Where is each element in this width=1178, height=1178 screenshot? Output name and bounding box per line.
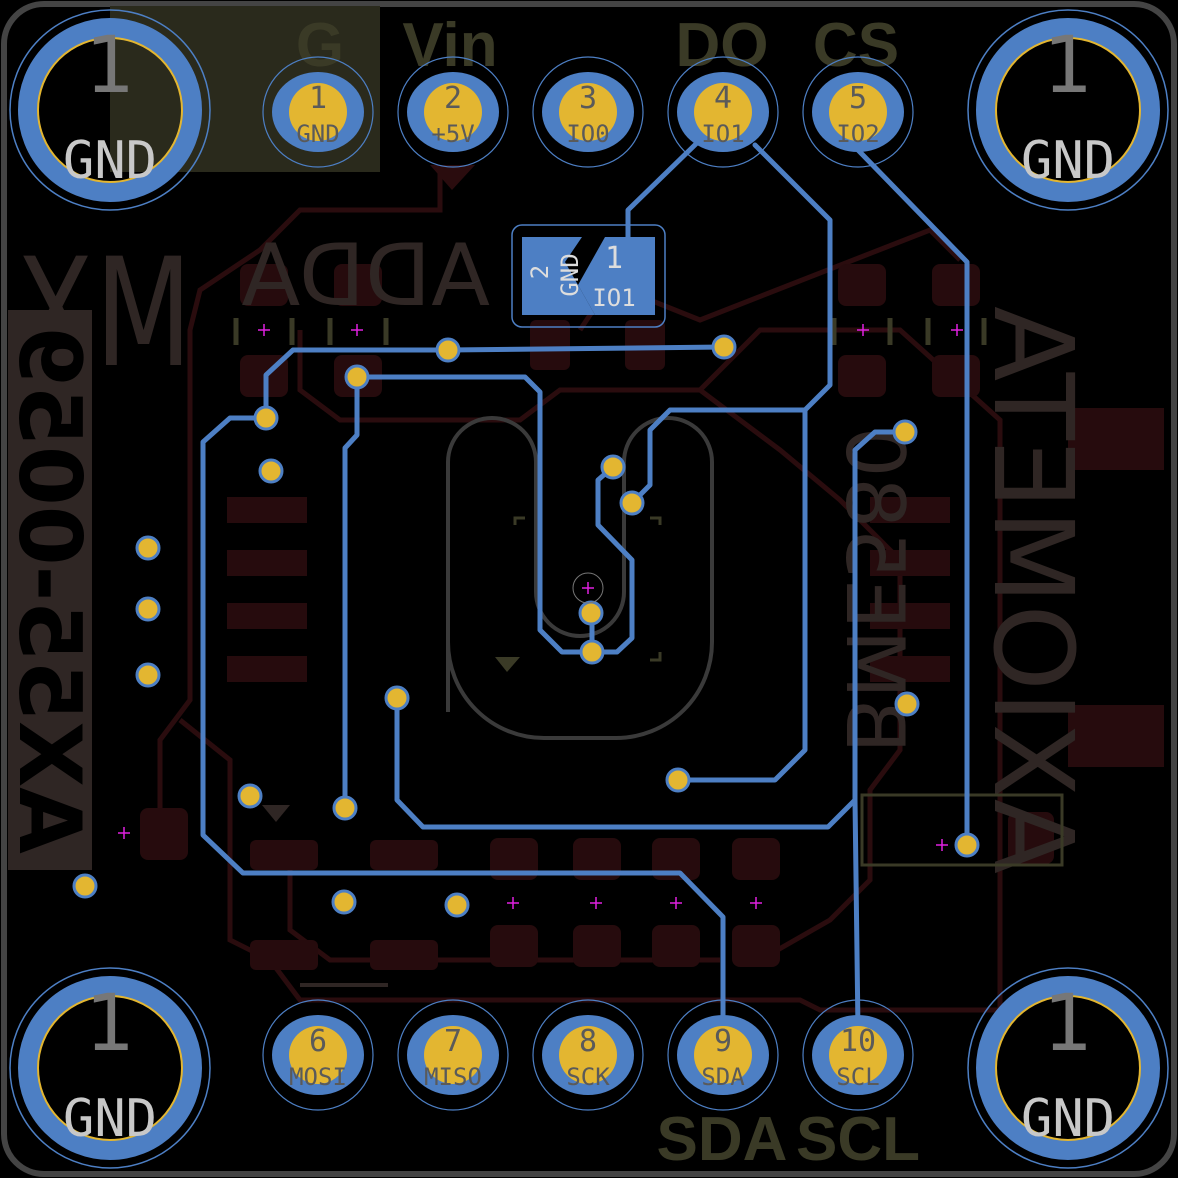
pad-net: +5V	[431, 120, 474, 148]
mounting-hole-top-left[interactable]: 1 GND	[9, 9, 211, 211]
label-sda: SDA	[657, 1105, 788, 1174]
header-pads: 1 GND 2 +5V 3 IO0 4 IO1 5 IO2 6 MOSI 7	[262, 56, 914, 1111]
addr-label: ADDA	[241, 226, 490, 326]
header-pad-10[interactable]: 10 SCL	[802, 999, 914, 1111]
label-do: DO	[676, 11, 769, 80]
label-g: G	[296, 11, 344, 80]
hole-number: 1	[1043, 21, 1093, 111]
jumper-pad-1-net: IO1	[592, 284, 635, 312]
label-cs: CS	[813, 11, 899, 80]
hole-number: 1	[1043, 979, 1093, 1069]
hole-net: GND	[63, 131, 157, 191]
label-scl: SCL	[796, 1105, 920, 1174]
pad-number: 7	[444, 1024, 462, 1059]
label-vin: Vin	[402, 11, 497, 80]
jumper-pad-1-number: 1	[605, 241, 623, 276]
jumper-pad-2-net: GND	[556, 253, 584, 296]
brand-label: AXIOMETA	[969, 306, 1097, 874]
pad-net: MOSI	[289, 1063, 347, 1091]
pad-number: 1	[309, 81, 327, 116]
header-labels: G Vin DO CS SDA SCL	[296, 11, 920, 1174]
vias	[72, 334, 980, 918]
header-pad-5[interactable]: 5 IO2	[802, 56, 914, 168]
pad-number: 2	[444, 81, 462, 116]
jumper-pad-2-number: 2	[526, 265, 554, 279]
mounting-hole-bottom-left[interactable]: 1 GND	[9, 967, 211, 1169]
header-pad-3[interactable]: 3 IO0	[532, 56, 644, 168]
header-pad-2[interactable]: 2 +5V	[397, 56, 509, 168]
header-pad-7[interactable]: 7 MISO	[397, 999, 509, 1111]
pad-number: 4	[714, 81, 732, 116]
pad-net: IO2	[836, 120, 879, 148]
hole-net: GND	[1021, 1089, 1115, 1149]
bottom-copper	[140, 170, 1164, 1013]
pad-net: SCL	[836, 1063, 879, 1091]
header-pad-8[interactable]: 8 SCK	[532, 999, 644, 1111]
pad-net: IO0	[566, 120, 609, 148]
pad-number: 3	[579, 81, 597, 116]
pad-net: MISO	[424, 1063, 482, 1091]
pad-net: GND	[296, 120, 339, 148]
solder-jumper[interactable]: 2 GND 1 IO1	[511, 224, 666, 328]
jumper-pad-2[interactable]	[522, 237, 595, 315]
origin-markers	[118, 324, 963, 909]
pad-number: 8	[579, 1024, 597, 1059]
part-number: AX55-0059	[0, 326, 99, 854]
header-pad-6[interactable]: 6 MOSI	[262, 999, 374, 1111]
pad-net: IO1	[701, 120, 744, 148]
pad-net: SCK	[566, 1063, 610, 1091]
header-pad-9[interactable]: 9 SDA	[667, 999, 779, 1111]
mounting-hole-bottom-right[interactable]: 1 GND	[967, 967, 1169, 1169]
pad-number: 9	[714, 1024, 732, 1059]
pad-number: 5	[849, 81, 867, 116]
hole-net: GND	[1021, 131, 1115, 191]
header-pad-4[interactable]: 4 IO1	[667, 56, 779, 168]
hole-net: GND	[63, 1089, 157, 1149]
header-pad-1[interactable]: 1 GND	[262, 56, 374, 168]
hole-number: 1	[85, 979, 135, 1069]
jumper-pad-1[interactable]	[578, 237, 655, 315]
silkscreen: ADDA MX AX55-0059 BME580 AXIOMETA	[0, 165, 1097, 987]
pad-net: SDA	[701, 1063, 745, 1091]
hole-number: 1	[85, 21, 135, 111]
mounting-hole-top-right[interactable]: 1 GND	[967, 9, 1169, 211]
pad-number: 6	[309, 1024, 327, 1059]
pad-number: 10	[840, 1024, 876, 1059]
